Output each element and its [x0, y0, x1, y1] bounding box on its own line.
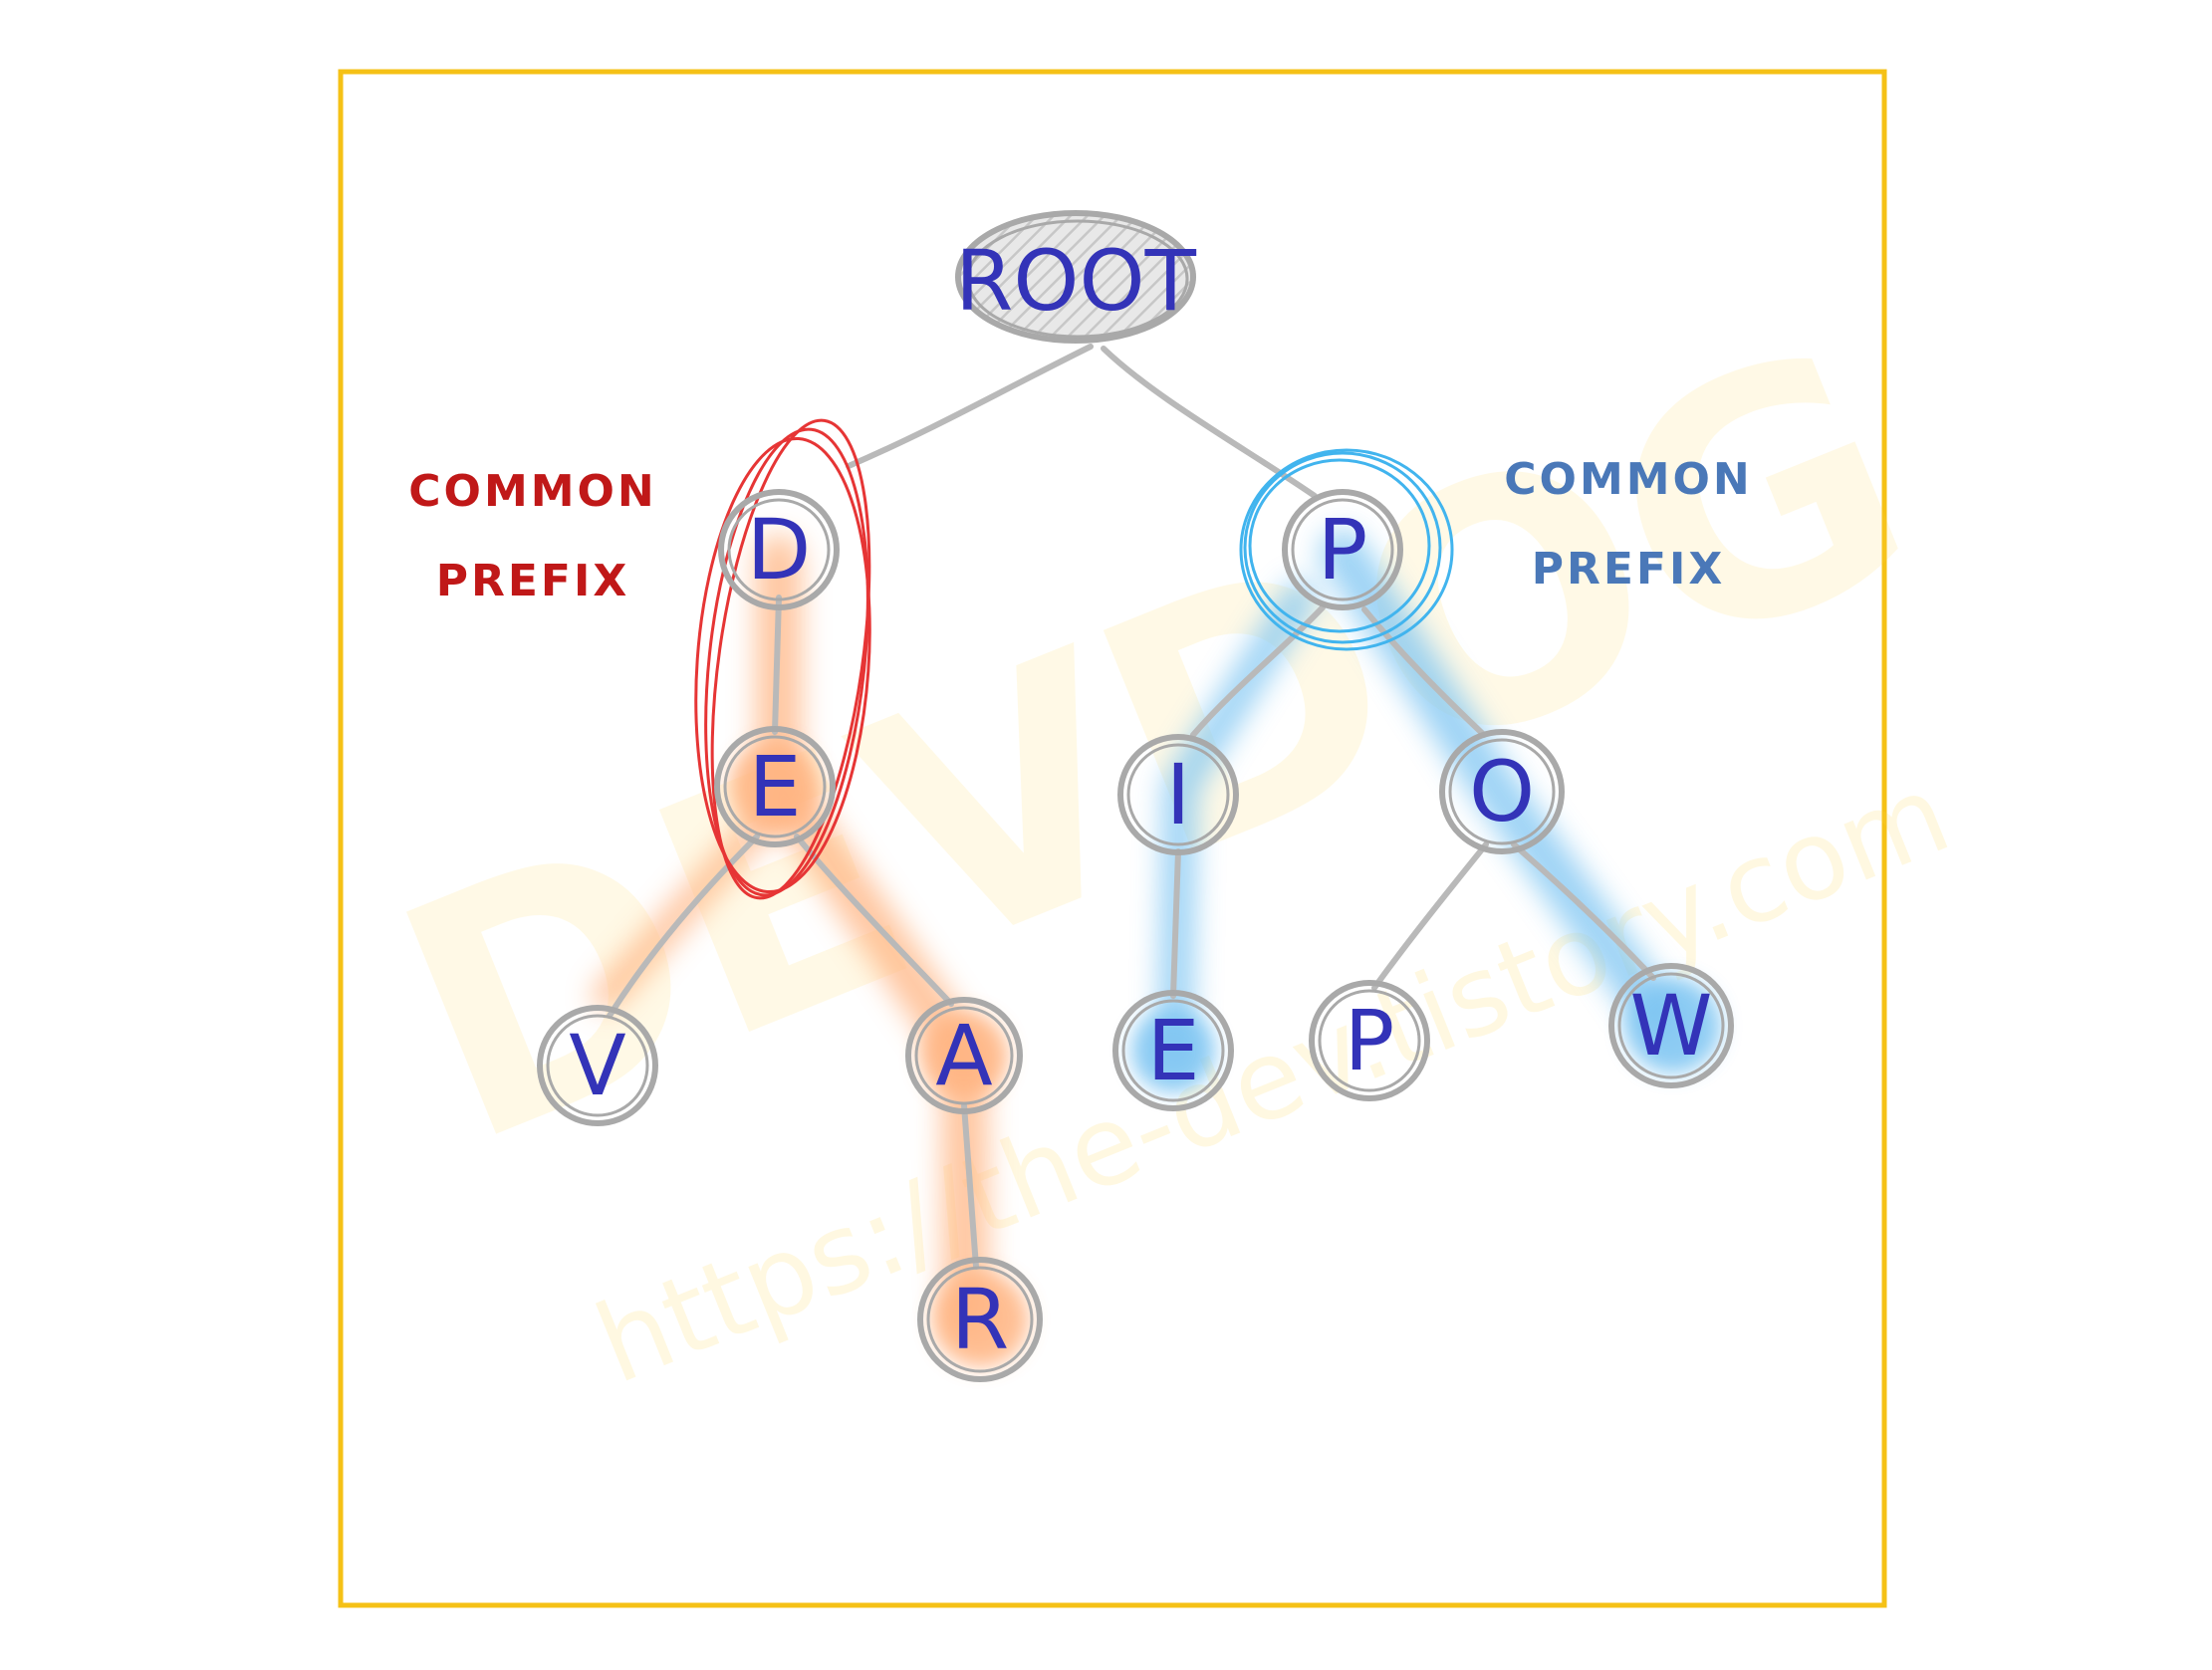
- node-ring: [1112, 990, 1234, 1111]
- root-outline: [955, 210, 1196, 344]
- node-label: E: [748, 738, 801, 835]
- prefix-ring-1: [1243, 451, 1442, 644]
- edge-a-r: [961, 1102, 979, 1270]
- node-label: P: [1318, 501, 1368, 598]
- node-label: I: [1166, 746, 1191, 843]
- prefix-ring-2: [1239, 448, 1454, 651]
- edge-p-o: [1361, 606, 1487, 738]
- prefix-ring-3: [1248, 458, 1431, 633]
- prefix-loop-2: [694, 436, 871, 894]
- left-label-line2: PREFIX: [436, 556, 630, 606]
- node-glows: [729, 741, 1721, 1367]
- node-label: W: [1629, 977, 1712, 1074]
- node-label: V: [569, 1017, 625, 1114]
- edge-i-e: [1170, 848, 1181, 999]
- node-ring-inner: [1617, 972, 1725, 1079]
- node-ring: [1282, 489, 1403, 610]
- right-prefix-outline: [1239, 448, 1454, 651]
- node-ring: [718, 489, 840, 610]
- frame-border: [338, 69, 1887, 1608]
- node-e-2: E: [1112, 990, 1234, 1111]
- node-ring: [714, 726, 836, 847]
- node-ring: [905, 997, 1023, 1114]
- node-ring: [1309, 980, 1430, 1101]
- edge-d-e: [772, 595, 782, 735]
- highlight-left-v-path: [593, 802, 782, 1011]
- node-o: O: [1439, 729, 1565, 854]
- node-ring-inner: [723, 735, 827, 838]
- node-ring-inner: [914, 1006, 1014, 1105]
- highlight-pow-path: [1320, 530, 1681, 1039]
- node-ring-inner: [926, 1266, 1034, 1373]
- root-outline-2: [966, 219, 1189, 339]
- right-prefix-label: COMMON PREFIX: [1504, 454, 1753, 595]
- edge-e-v: [607, 834, 760, 1019]
- prefix-loop-3: [710, 418, 871, 900]
- node-v: V: [537, 1005, 658, 1126]
- node-label: P: [1345, 992, 1395, 1089]
- node-label: D: [747, 501, 812, 598]
- node-label: R: [951, 1271, 1009, 1368]
- left-label-line1: COMMON: [408, 466, 657, 517]
- node-e: E: [714, 726, 836, 847]
- root-label: ROOT: [955, 232, 1197, 330]
- right-label-line1: COMMON: [1504, 454, 1753, 505]
- node-ring: [917, 1257, 1043, 1382]
- root-node: ROOT: [955, 210, 1197, 344]
- node-label: A: [935, 1007, 992, 1104]
- node-ring-inner: [1121, 999, 1225, 1102]
- edge-o-w: [1511, 841, 1656, 981]
- glow-a: [920, 1012, 1008, 1099]
- left-prefix-label: COMMON PREFIX: [408, 466, 657, 606]
- left-prefix-outline: [694, 418, 871, 900]
- node-r: R: [917, 1257, 1043, 1382]
- node-label: O: [1469, 743, 1535, 840]
- node-label: E: [1146, 1002, 1199, 1099]
- node-a: A: [905, 997, 1023, 1114]
- glow-w: [1625, 978, 1721, 1074]
- root-ellipse: [961, 215, 1190, 339]
- node-ring-inner: [1448, 738, 1556, 845]
- prefix-loop-1: [704, 427, 869, 897]
- node-ring: [1117, 734, 1239, 855]
- node-p: P: [1282, 489, 1403, 610]
- node-ring-inner: [1318, 989, 1421, 1092]
- node-ring: [537, 1005, 658, 1126]
- edge-o-p: [1371, 841, 1489, 991]
- glow-e: [729, 741, 821, 833]
- glow-r: [933, 1272, 1029, 1367]
- node-ring-inner: [1126, 743, 1230, 846]
- node-ring-inner: [1291, 498, 1394, 601]
- node-d: D: [718, 489, 840, 610]
- right-label-line2: PREFIX: [1532, 544, 1726, 595]
- node-p-2: P: [1309, 980, 1430, 1101]
- glow-e2: [1131, 1009, 1215, 1092]
- edge-root-d: [846, 344, 1094, 469]
- node-ring: [1608, 963, 1734, 1088]
- edge-p-i: [1190, 604, 1326, 738]
- node-ring-inner: [727, 498, 831, 601]
- node-ring-inner: [546, 1014, 649, 1117]
- node-i: I: [1117, 734, 1239, 855]
- node-w: W: [1608, 963, 1734, 1088]
- node-ring: [1439, 729, 1565, 854]
